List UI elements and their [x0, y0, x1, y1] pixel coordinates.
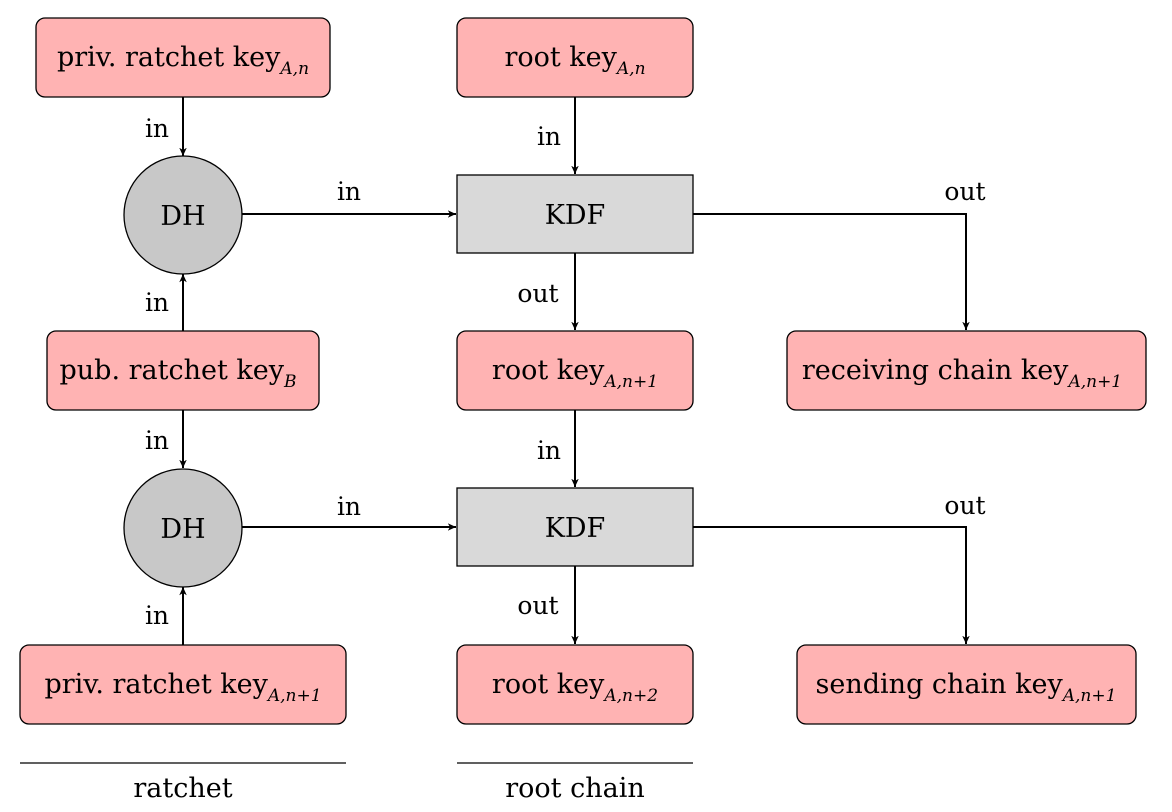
edge-label-out: out: [944, 491, 985, 520]
kdf-bottom-node: KDF: [456, 487, 694, 567]
svg-text:pub. ratchet keyB: pub. ratchet keyB: [60, 355, 297, 392]
sending-chain-key-node: sending chain keyA,n+1: [796, 644, 1137, 725]
edge-label-out: out: [517, 591, 558, 620]
node-label: root key: [492, 669, 605, 700]
root-key-n1-node: root keyA,n+1: [456, 330, 694, 411]
root-chain-column-caption: root chain: [505, 773, 644, 804]
node-label: priv. ratchet key: [44, 669, 268, 700]
kdf-top-node: KDF: [456, 174, 694, 254]
edge-label-in: in: [537, 122, 561, 151]
priv-ratchet-key-n1-node: priv. ratchet keyA,n+1: [19, 644, 347, 725]
svg-text:sending chain keyA,n+1: sending chain keyA,n+1: [816, 669, 1117, 706]
edge-label-out: out: [944, 177, 985, 206]
node-subscript: A,n+1: [266, 686, 322, 706]
root-key-n-node: root keyA,n: [456, 17, 694, 98]
root-key-n2-node: root keyA,n+2: [456, 644, 694, 725]
node-label: sending chain key: [816, 669, 1064, 700]
node-label: receiving chain key: [802, 355, 1069, 386]
edge-label-in: in: [145, 288, 169, 317]
edge-label-in: in: [537, 436, 561, 465]
edge-kdf-bottom-to-sending-chain: [693, 526, 970, 644]
svg-text:root keyA,n+2: root keyA,n+2: [492, 669, 658, 706]
node-subscript: A,n: [278, 59, 309, 79]
svg-text:root keyA,n+1: root keyA,n+1: [492, 355, 658, 392]
node-label: priv. ratchet key: [57, 42, 281, 73]
dh-bottom-node: DH: [123, 468, 243, 588]
svg-text:root keyA,n: root keyA,n: [504, 42, 645, 79]
node-label: pub. ratchet key: [60, 355, 285, 386]
node-subscript: A,n: [615, 59, 646, 79]
pub-ratchet-key-b-node: pub. ratchet keyB: [46, 330, 320, 411]
edge-label-in: in: [145, 601, 169, 630]
edge-label-in: in: [145, 114, 169, 143]
svg-text:receiving chain keyA,n+1: receiving chain keyA,n+1: [802, 355, 1122, 392]
node-subscript: A,n+1: [602, 372, 658, 392]
svg-text:priv. ratchet keyA,n+1: priv. ratchet keyA,n+1: [44, 669, 321, 706]
node-subscript: A,n+1: [1066, 372, 1122, 392]
edge-kdf-top-to-receiving-chain: [693, 213, 970, 330]
ratchet-column-caption: ratchet: [133, 773, 232, 804]
node-label: DH: [160, 201, 205, 232]
node-subscript: A,n+1: [1061, 686, 1117, 706]
node-label: root key: [492, 355, 605, 386]
edge-label-in: in: [337, 492, 361, 521]
priv-ratchet-key-n-node: priv. ratchet keyA,n: [35, 17, 331, 98]
node-subscript: B: [283, 372, 297, 392]
edge-label-out: out: [517, 279, 558, 308]
dh-top-node: DH: [123, 155, 243, 275]
edge-label-in: in: [145, 426, 169, 455]
receiving-chain-key-node: receiving chain keyA,n+1: [786, 330, 1147, 411]
node-label: KDF: [545, 513, 606, 544]
node-label: root key: [504, 42, 617, 73]
node-label: KDF: [545, 200, 606, 231]
svg-text:priv. ratchet keyA,n: priv. ratchet keyA,n: [57, 42, 309, 79]
node-label: DH: [160, 514, 205, 545]
node-subscript: A,n+2: [602, 686, 658, 706]
edge-label-in: in: [337, 177, 361, 206]
